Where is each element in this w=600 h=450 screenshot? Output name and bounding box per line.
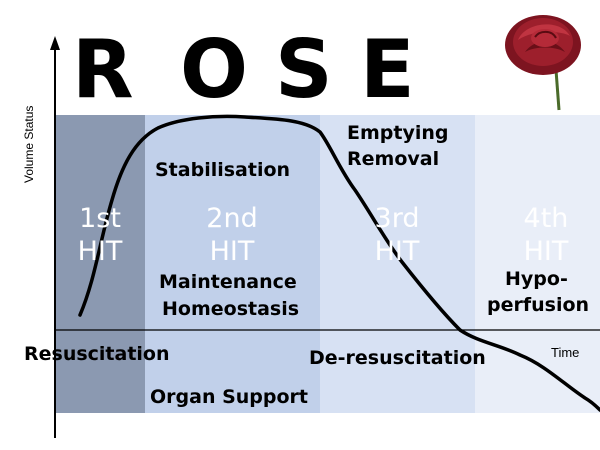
maintenance-label: Maintenance xyxy=(159,271,297,293)
phase-band-1 xyxy=(55,115,145,413)
title-letter-e: E xyxy=(360,23,415,116)
phase-band-3 xyxy=(320,115,475,413)
phase-2-ordinal: 2nd xyxy=(206,203,258,234)
phase-3-ordinal: 3rd xyxy=(374,203,420,234)
resuscitation-label: Resuscitation xyxy=(24,343,170,365)
phase-1-hit: HIT xyxy=(77,236,123,267)
perfusion-label: perfusion xyxy=(487,294,590,316)
stabilisation-label: Stabilisation xyxy=(155,159,291,181)
phase-4-hit: HIT xyxy=(523,236,569,267)
removal-label: Removal xyxy=(347,148,440,170)
volume-curve xyxy=(78,114,600,412)
emptying-label: Emptying xyxy=(347,122,449,144)
phase-4-ordinal: 4th xyxy=(523,203,569,234)
phase-band-2 xyxy=(145,115,320,413)
y-axis-label: Volume Status xyxy=(22,105,36,183)
homeostasis-label: Homeostasis xyxy=(162,298,300,320)
y-axis-arrowhead xyxy=(50,36,60,50)
title-letter-o: O xyxy=(180,23,249,116)
phase-3-hit: HIT xyxy=(374,236,420,267)
title-letter-r: R xyxy=(72,23,134,116)
de-resuscitation-label: De-resuscitation xyxy=(309,347,486,369)
phase-1-ordinal: 1st xyxy=(79,203,121,234)
organ-support-label: Organ Support xyxy=(150,386,309,408)
phase-2-hit: HIT xyxy=(209,236,255,267)
rose-icon xyxy=(505,15,581,111)
hypo-label: Hypo- xyxy=(505,268,568,290)
x-axis-label: Time xyxy=(551,345,580,360)
title-letter-s: S xyxy=(275,23,333,116)
